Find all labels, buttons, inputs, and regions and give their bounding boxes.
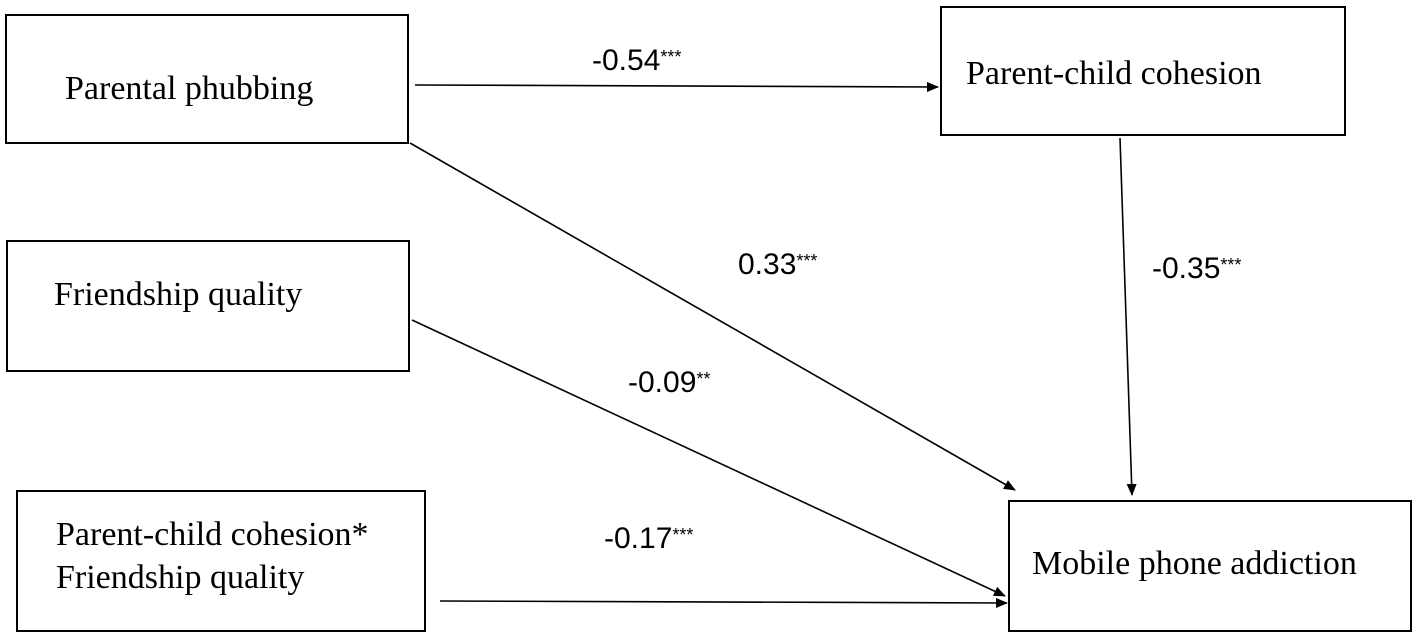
coefficient-pp-to-mpa: 0.33*** [738, 248, 817, 282]
coefficient-value: -0.09 [628, 366, 697, 399]
coefficient-value: -0.17 [604, 522, 673, 555]
node-label: Parent-child cohesion [966, 55, 1262, 92]
significance-stars: *** [1220, 255, 1242, 275]
significance-stars: *** [660, 47, 682, 67]
node-interaction-term: Parent-child cohesion* Friendship qualit… [16, 490, 426, 632]
significance-stars: *** [672, 525, 694, 545]
node-parental-phubbing: Parental phubbing [5, 14, 409, 144]
coefficient-value: -0.35 [1152, 252, 1221, 285]
node-label: Parental phubbing [65, 70, 314, 107]
node-label-line1: Parent-child cohesion* [56, 516, 369, 553]
node-label-line2: Friendship quality [56, 559, 305, 596]
significance-stars: ** [696, 369, 711, 389]
node-parent-child-cohesion: Parent-child cohesion [940, 6, 1346, 136]
arrow-pp-to-pcc [414, 81, 939, 92]
arrow-pcc-to-mpa [1119, 137, 1137, 496]
node-friendship-quality: Friendship quality [6, 240, 410, 372]
significance-stars: *** [796, 251, 818, 271]
coefficient-pcc-to-mpa: -0.35*** [1152, 252, 1241, 286]
coefficient-int-to-mpa: -0.17*** [604, 522, 693, 556]
arrow-pp-to-mpa [409, 142, 1016, 491]
coefficient-pp-to-pcc: -0.54*** [592, 44, 681, 78]
arrow-int-to-mpa [439, 597, 1008, 608]
node-label: Mobile phone addiction [1032, 545, 1357, 582]
arrow-fq-to-mpa [411, 319, 1006, 597]
node-label: Friendship quality [54, 276, 303, 313]
coefficient-value: -0.54 [592, 44, 661, 77]
coefficient-fq-to-mpa: -0.09** [628, 366, 710, 400]
node-mobile-phone-addiction: Mobile phone addiction [1008, 500, 1412, 632]
coefficient-value: 0.33 [738, 248, 797, 281]
